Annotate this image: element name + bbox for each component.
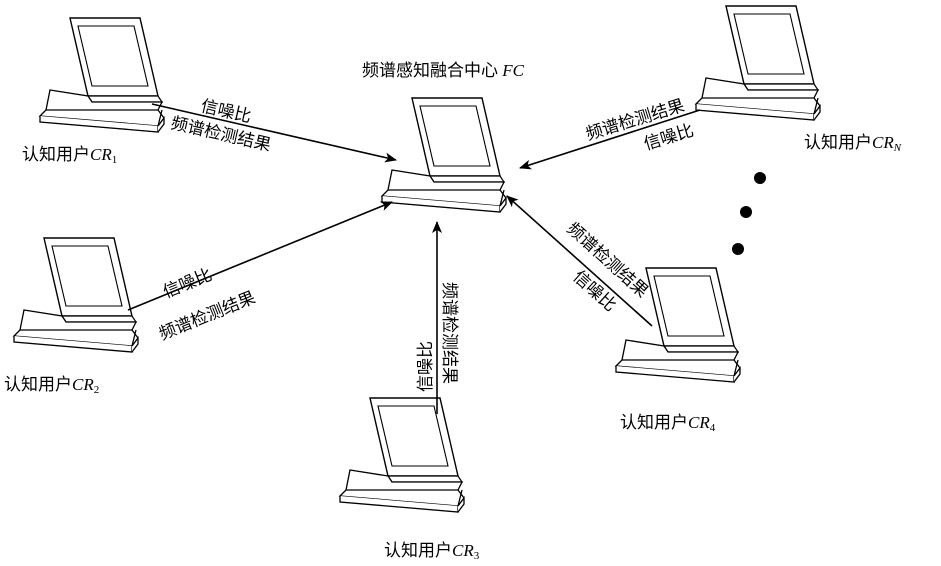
cr2-label: 认知用户CR2 bbox=[4, 375, 99, 396]
laptop-cr3-icon bbox=[340, 398, 464, 512]
laptop-fc-icon bbox=[382, 98, 506, 212]
edge-cr3-snr: 信噪比 bbox=[416, 341, 435, 392]
ellipsis-dots bbox=[732, 172, 766, 255]
cr4-label: 认知用户CR4 bbox=[620, 413, 716, 434]
arrow-cr4-to-fc bbox=[507, 196, 652, 326]
crn-label: 认知用户CRN bbox=[804, 133, 902, 154]
fc-label: 频谱感知融合中心 FC bbox=[362, 61, 525, 80]
edge-cr2-snr: 信噪比 bbox=[160, 265, 214, 302]
cr3-label: 认知用户CR3 bbox=[384, 541, 480, 562]
cr1-label: 认知用户CR1 bbox=[22, 145, 117, 166]
laptop-cr1-icon bbox=[40, 18, 164, 132]
edge-cr3-detect: 频谱检测结果 bbox=[440, 282, 459, 384]
laptop-cr2-icon bbox=[14, 238, 138, 352]
laptop-crn-icon bbox=[696, 6, 820, 120]
